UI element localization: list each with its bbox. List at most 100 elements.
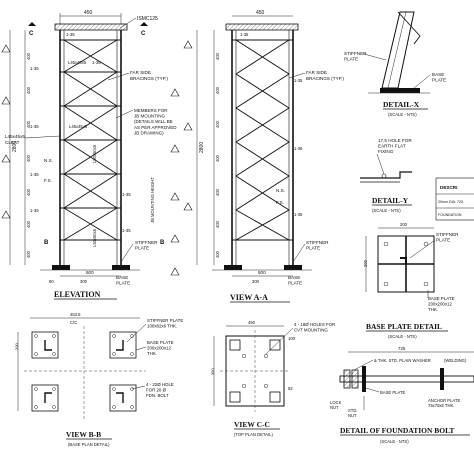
- elev-angle-2: L50x50x6: [92, 228, 97, 247]
- vcc-dim-right-1: 100: [288, 336, 296, 341]
- elev-dim-6: 400: [26, 220, 31, 228]
- section-b-left: B: [44, 240, 49, 246]
- vbb-subtitle: (BASE PLAN DETAIL): [68, 442, 110, 447]
- dx-title: DETAIL-X: [383, 100, 420, 109]
- vbb-dim-top: 463.8: [70, 312, 81, 317]
- vbb-plates: [31, 331, 137, 412]
- dy-title: DETAIL-Y: [372, 196, 409, 205]
- vcc-dim-top: 450: [248, 320, 256, 325]
- elevation-view: 450 C C B B 2800 400 400 400 400 400 400…: [1, 10, 193, 300]
- table-row-2: FOUNDATION: [438, 213, 462, 217]
- fb-welding: (WELDING): [444, 358, 467, 363]
- elev-diag-1: L45x45x5: [69, 124, 88, 129]
- elev-angle-1: L50x50x6: [92, 144, 97, 163]
- vcc-dim-right-2: 82: [288, 386, 293, 391]
- elev-ns: N.S.: [44, 158, 53, 163]
- elev-base-dim-2: 90: [49, 279, 54, 284]
- vaa-ns: N.S.: [276, 188, 285, 193]
- table-header: DESCRI: [440, 185, 457, 190]
- fb-nut-label: & THK. STD. PLAIN WASHER: [374, 358, 431, 363]
- foundation-bolt-detail: 725 & THK. STD. PLAIN WASHER BASE PLATE …: [330, 346, 474, 444]
- elev-base-dim: 300: [80, 279, 88, 284]
- vaa-dim-7: 400: [215, 250, 220, 258]
- vcc-dim-left: 350: [210, 368, 215, 375]
- vaa-title: VIEW A-A: [230, 293, 268, 302]
- elev-bolt-3: 1-35: [30, 66, 39, 71]
- vaa-top-width: 450: [256, 10, 265, 16]
- vaa-dim-1: 400: [215, 52, 220, 60]
- vaa-fs: F.S.: [276, 200, 284, 205]
- elev-dim-1: 400: [26, 52, 31, 60]
- vaa-dim-3: 400: [215, 120, 220, 128]
- elev-top-width: 450: [84, 10, 93, 16]
- section-c-right: C: [141, 31, 146, 37]
- fb-base-plate: [362, 366, 366, 392]
- fb-base-plate-label: BASE PLATE: [380, 390, 405, 395]
- vaa-bracing: [232, 39, 293, 241]
- dx-scale: (SCALE - NTS): [388, 112, 417, 117]
- elev-dim-4: 400: [26, 154, 31, 162]
- elev-bolt-7: 1-35: [122, 192, 131, 197]
- vaa-dim-6: 400: [215, 220, 220, 228]
- vaa-bolt-1: 1-35: [240, 32, 249, 37]
- section-b-right: B: [160, 240, 165, 246]
- elev-bolt-6: 1-35: [30, 208, 39, 213]
- elev-jb-height: JB MOUNTING HEIGHT: [150, 177, 155, 223]
- bpd-title: BASE PLATE DETAIL: [366, 322, 442, 331]
- elev-member-top: ISMC125: [137, 16, 158, 22]
- elev-dim-7: 400: [26, 250, 31, 258]
- table-row-1: 20mm DIA. 725: [438, 200, 463, 204]
- elev-bolt-1: 1-35: [66, 32, 75, 37]
- fb-scale: (SCALE - NTS): [380, 439, 409, 444]
- elev-diag-2: L45x45x5: [68, 60, 87, 65]
- vcc-title: VIEW C-C: [234, 420, 270, 429]
- elevation-title: ELEVATION: [54, 290, 101, 299]
- elev-bolt-5: 1-35: [30, 172, 39, 177]
- lock-nut: [343, 369, 351, 389]
- vaa-dim-5: 400: [215, 188, 220, 196]
- bpd-dim-top: 200: [400, 222, 408, 227]
- vbb-dim-left: 200: [14, 343, 19, 350]
- elev-dim-3: 400: [26, 120, 31, 128]
- top-plate: [54, 23, 128, 31]
- vaa-base-dim: 300: [252, 279, 260, 284]
- vaa-bottom-width: 500: [258, 270, 266, 275]
- elev-dim-2: 400: [26, 86, 31, 94]
- revision-triangles: [1, 40, 193, 276]
- vbb-dim-cc: C/C: [70, 320, 77, 325]
- vaa-dim-4: 400: [215, 154, 220, 162]
- description-table: DESCRI 20mm DIA. 725 FOUNDATION: [435, 177, 474, 221]
- vaa-top-plate: [225, 23, 299, 31]
- vaa-dim-2: 400: [215, 86, 220, 94]
- vcc-subtitle: (TOP PLAN DETAIL): [234, 432, 273, 437]
- bpd-scale: (SCALE - NTS): [388, 334, 417, 339]
- fb-anchor-plate: [440, 368, 444, 390]
- fb-std-nut: STD.NUT: [348, 408, 358, 418]
- bpd-dim-left: 200: [363, 259, 368, 267]
- vbb-title: VIEW B-B: [66, 430, 101, 439]
- elev-bolt-2: 1-35: [92, 60, 101, 65]
- elev-bolt-4: 1-35: [30, 124, 39, 129]
- view-aa: 450 2800 400 400 400 400 400 400 400 1-3…: [196, 10, 344, 303]
